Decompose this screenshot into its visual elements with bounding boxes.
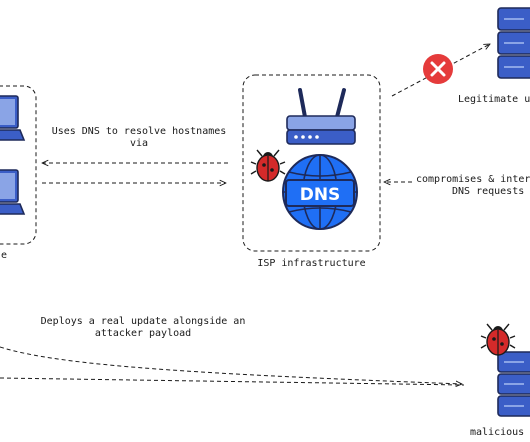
bug-icon — [480, 323, 516, 356]
router-icon — [286, 88, 356, 145]
laptop-icon — [0, 95, 26, 141]
client-box — [0, 85, 37, 245]
globe-icon: DNS — [282, 154, 358, 230]
payload-arrow-bottom — [0, 377, 465, 386]
dns-resolve-label: Uses DNS to resolve hostnames via — [51, 126, 227, 149]
deploys-label: Deploys a real update alongside an attac… — [40, 316, 246, 339]
left-edge-label: e — [0, 250, 8, 261]
server-icon — [497, 351, 530, 417]
malicious-label: malicious u — [470, 427, 530, 438]
payload-arrow-top — [0, 346, 462, 384]
isp-box — [242, 74, 381, 252]
blocked-update-arrow — [391, 44, 490, 97]
server-icon — [497, 7, 530, 79]
isp-label: ISP infrastructure — [257, 258, 366, 269]
bug-icon — [250, 149, 286, 182]
compromises-label: compromises & interc DNS requests — [416, 174, 530, 197]
legitimate-label: Legitimate u — [458, 94, 530, 105]
dns-badge-text: DNS — [300, 185, 341, 205]
error-x-icon — [423, 54, 453, 84]
laptop-icon — [0, 169, 26, 215]
